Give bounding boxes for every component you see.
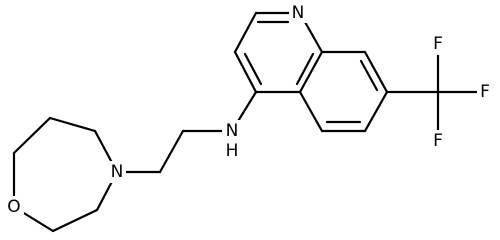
molecule-structure: N N H N O F F F (4, 3, 493, 233)
atom-f-bottom: F (433, 131, 443, 151)
bond-c8-c7-inner (359, 59, 379, 92)
bond-c2-c3 (233, 11, 258, 54)
bond-c-a-c-b (48, 116, 97, 133)
bonds (12, 11, 482, 233)
bond-c7-c6 (363, 90, 389, 133)
atom-h-amine: H (226, 141, 239, 161)
bond-c4a-c8a-inner (295, 52, 315, 86)
bond-c5-c4a (298, 90, 324, 133)
bond-c-b-c-c (12, 116, 52, 155)
bond-c8a-n1 (303, 20, 324, 54)
bond-c3-c4-inner (243, 52, 263, 86)
atom-n-quinoline: N (292, 3, 305, 23)
bond-ch2-ch2 (158, 129, 185, 174)
atom-o-oxazepane: O (7, 197, 20, 217)
atom-n-oxazepane: N (111, 162, 124, 182)
atom-f-top: F (433, 34, 443, 54)
bond-c3-c4 (233, 50, 258, 94)
atom-f-right: F (480, 82, 490, 102)
atom-n-amine: N (226, 121, 239, 141)
bond-c4a-c8a (298, 50, 324, 94)
atom-labels: N N H N O F F F (4, 3, 493, 218)
bond-c-d-c-e (51, 208, 99, 233)
bond-c8-c7 (363, 50, 389, 94)
